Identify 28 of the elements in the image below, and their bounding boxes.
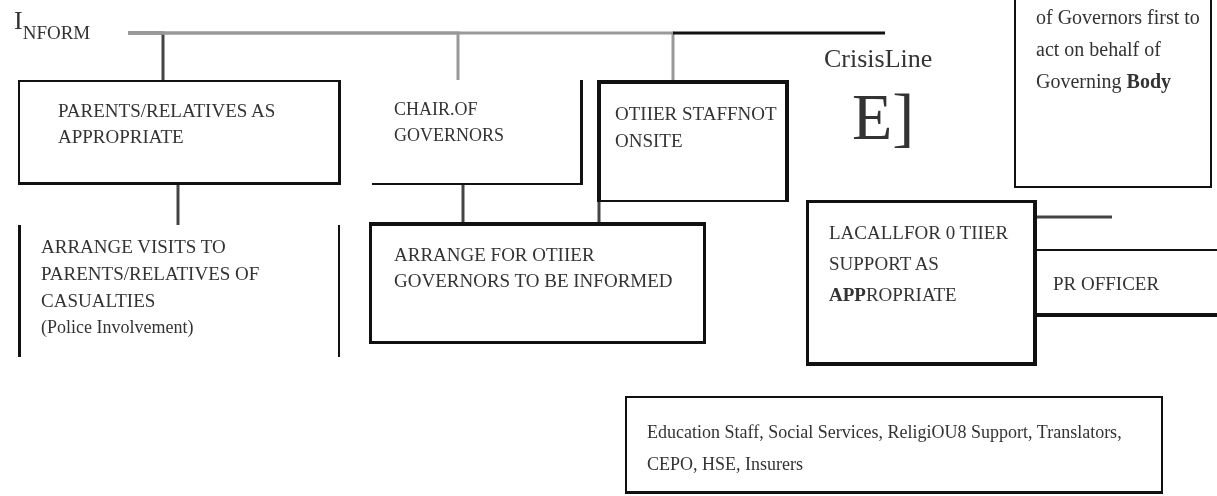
process-box	[18, 80, 341, 185]
connector-line	[128, 31, 675, 80]
heading-text: NFORM	[22, 22, 91, 45]
node-text: Education Staff, Social Services, ReligiOU8 Support, Translators, CEPO, HSE, Insurers	[647, 421, 1123, 476]
connector-line	[176, 185, 180, 225]
heading-text: CrisisLine	[824, 46, 933, 72]
node-text: CHAIR.OF GOVERNORS	[394, 98, 505, 147]
process-box	[597, 80, 789, 202]
process-box	[806, 200, 1037, 366]
node-text: PR OFFICER	[1053, 272, 1161, 296]
node-text: ARRANGE FOR OTIIER GOVERNORS TO BE INFORMED	[394, 243, 674, 293]
connector-line	[461, 185, 465, 222]
connector-line	[597, 202, 601, 222]
node-text: OTIIER STAFFNOT ONSITE	[615, 102, 778, 153]
process-box	[625, 396, 1163, 494]
open-box	[372, 80, 583, 185]
open-box	[18, 225, 340, 357]
node-text: of Governors first to act on behalf of Governing Body	[1036, 5, 1201, 95]
symbol-text: E]	[852, 84, 915, 150]
node-text: ARRANGE VISITS TO PARENTS/RELATIVES OF CASUALTIES	[41, 235, 261, 313]
node-text: PARENTS/RELATIVES AS APPROPRIATE	[58, 99, 277, 149]
node-text: LACALLFOR 0 TIIER SUPPORT AS APPROPRIATE	[829, 221, 1010, 307]
process-box	[1037, 249, 1217, 317]
heading-text: I	[14, 6, 23, 35]
process-box	[369, 222, 706, 344]
process-box	[1014, 0, 1212, 188]
connector-line	[1037, 215, 1112, 219]
node-text: (Police Involvement)	[41, 316, 195, 339]
